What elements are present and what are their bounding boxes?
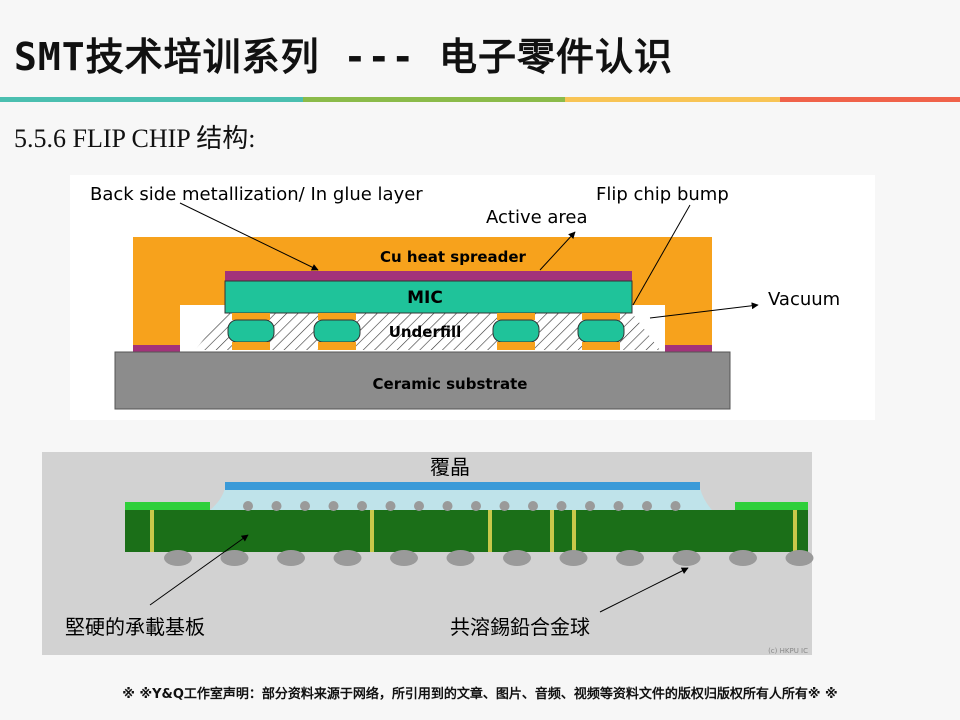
section-heading: 5.5.6 FLIP CHIP 结构: — [14, 124, 256, 153]
flip-bump — [300, 501, 310, 511]
label-underfill: Underfill — [389, 323, 462, 341]
credit: (c) HKPU IC — [768, 647, 808, 655]
solder-ball — [390, 550, 418, 566]
flip-bump — [613, 501, 624, 511]
solder-ball — [503, 550, 531, 566]
solder-ball — [785, 550, 814, 566]
flip-bump — [385, 501, 396, 511]
solder-ball — [446, 550, 475, 566]
label-board: 堅硬的承載基板 — [65, 615, 205, 639]
flip-bump — [328, 501, 339, 511]
top-diagram: Back side metallization/ In glue layer A… — [70, 175, 875, 420]
label-mic: MIC — [407, 288, 443, 308]
flip-bump — [357, 501, 367, 511]
label-active-area: Active area — [486, 207, 588, 228]
divider-teal — [0, 97, 303, 102]
label-back-side: Back side metallization/ In glue layer — [90, 184, 423, 205]
divider-red — [780, 97, 960, 102]
solder-ball — [220, 550, 249, 566]
flip-bump — [585, 501, 595, 511]
disclaimer: ※ ※Y&Q工作室声明：部分资料来源于网络，所引用到的文章、图片、音频、视频等资… — [122, 687, 838, 702]
flip-bump — [471, 501, 481, 511]
divider-yellow — [565, 97, 780, 102]
flip-bump — [414, 501, 424, 511]
solder-ball — [729, 550, 757, 566]
solder-ball — [277, 550, 305, 566]
solder-ball — [616, 550, 644, 566]
solder-ball — [164, 550, 192, 566]
solder-ball — [333, 550, 362, 566]
flip-bump — [642, 501, 652, 511]
label-heat-spreader: Cu heat spreader — [380, 248, 527, 266]
underfill-area — [195, 313, 660, 350]
divider-green — [303, 97, 565, 102]
bottom-diagram: 覆晶 堅硬的承載基板 共溶錫鉛合金球 (c) HKPU IC — [42, 452, 814, 655]
bumps — [227, 313, 625, 350]
flip-bump — [670, 501, 681, 511]
label-bump: Flip chip bump — [596, 184, 729, 205]
flip-bump — [442, 501, 453, 511]
label-flip-chip: 覆晶 — [430, 455, 470, 479]
flip-bump — [271, 501, 282, 511]
label-solder-balls: 共溶錫鉛合金球 — [450, 615, 590, 639]
solder-ball — [559, 550, 588, 566]
flip-bump — [528, 501, 538, 511]
flip-bump — [499, 501, 510, 511]
flip-bump — [243, 501, 253, 511]
slide-title: SMT技术培训系列 --- 电子零件认识 — [14, 35, 674, 79]
flip-bump — [556, 501, 567, 511]
solder-ball — [672, 550, 701, 566]
label-vacuum: Vacuum — [768, 289, 840, 310]
label-substrate: Ceramic substrate — [373, 375, 528, 393]
